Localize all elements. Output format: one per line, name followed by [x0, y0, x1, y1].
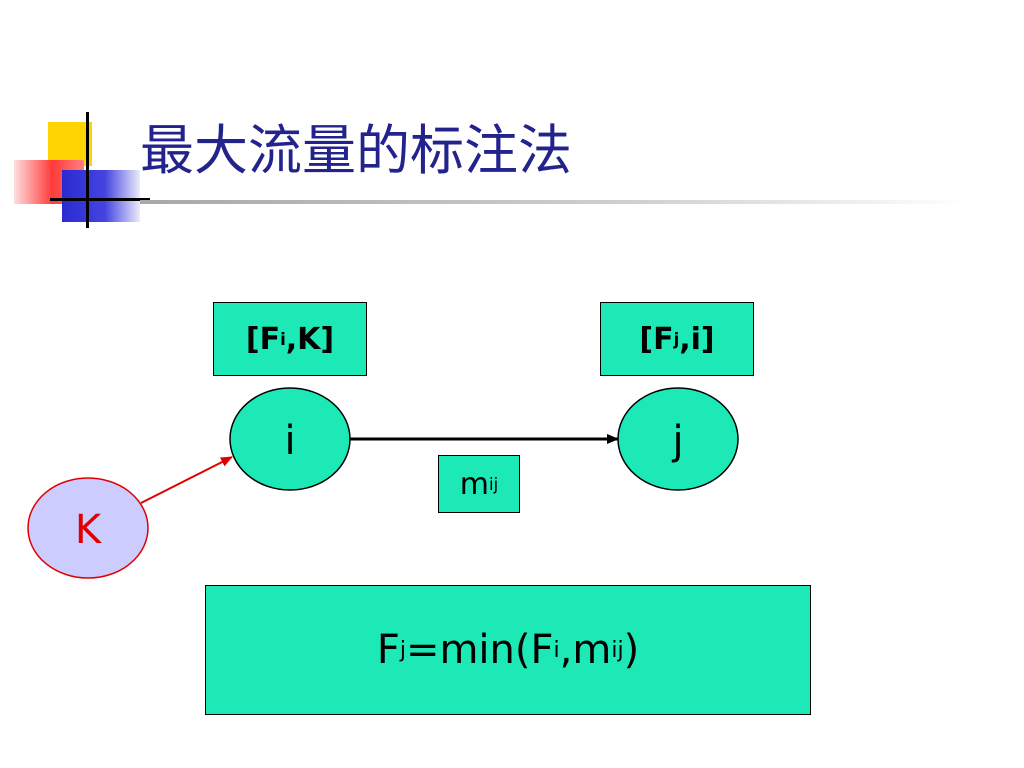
- formula-sub-2: i: [553, 637, 560, 663]
- formula-part-3: ,m: [559, 627, 612, 673]
- page-title: 最大流量的标注法: [140, 119, 572, 182]
- label-j-open: [F: [639, 321, 674, 357]
- label-j-close: ,i]: [679, 321, 715, 357]
- label-i-open: [F: [245, 321, 281, 357]
- label-j-sub: j: [673, 329, 680, 349]
- node-j-label: j: [671, 418, 683, 464]
- edge-label-sub: ij: [489, 474, 499, 494]
- edge-k-to-i: [140, 456, 233, 504]
- edge-label-main: m: [459, 466, 490, 502]
- label-i-sub: i: [280, 329, 286, 349]
- logo-vertical-line: [86, 112, 89, 228]
- title-underline: [140, 200, 970, 204]
- label-i-close: ,K]: [285, 321, 335, 357]
- logo-horizontal-line: [50, 198, 150, 201]
- formula-sub-1: j: [399, 637, 406, 663]
- logo-yellow-square: [48, 122, 92, 166]
- node-k: K: [27, 477, 149, 579]
- node-j: j: [617, 387, 739, 491]
- node-k-label: K: [75, 507, 103, 553]
- formula-part-1: F: [376, 627, 400, 673]
- node-i: i: [229, 387, 351, 491]
- logo-blue-square: [62, 170, 140, 222]
- formula-part-4: ): [623, 627, 640, 673]
- formula-sub-3: ij: [611, 637, 624, 663]
- node-i-label: i: [284, 418, 295, 464]
- formula-part-2: =min(F: [405, 627, 554, 673]
